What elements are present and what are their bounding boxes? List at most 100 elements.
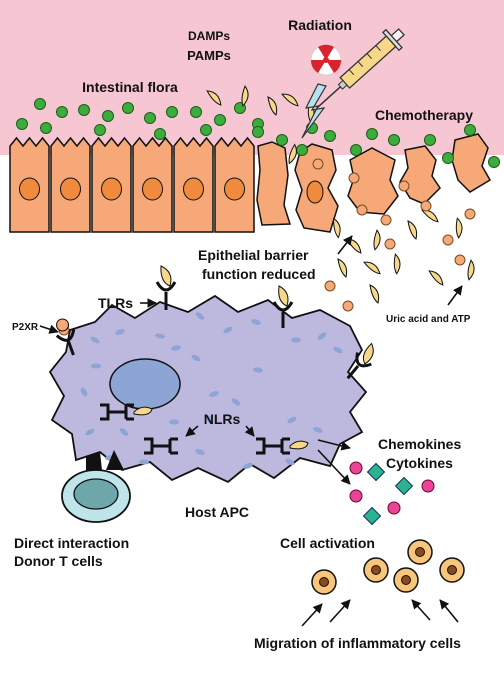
granule [91,363,101,369]
bacterium [252,126,264,138]
granule [171,345,181,351]
uric-acid-label: Uric acid and ATP [386,314,471,325]
donor-t-cells-label: Donor T cells [14,553,103,569]
activated-cell-nucleus [415,547,425,557]
cytokine [421,479,435,493]
activated-cell-nucleus [371,565,381,575]
granule [285,458,295,466]
damaged-epithelial-cell [347,147,399,215]
barrier-label-line2: function reduced [202,266,316,282]
granule [191,354,201,362]
activated-cell-nucleus [319,577,329,587]
intestinal-lumen [0,0,504,155]
damps-label: DAMPs [188,29,230,43]
granule [119,428,129,436]
tlr-receptor [272,285,294,328]
cell-nucleus [60,177,81,201]
pamp-crescent [428,270,444,286]
bacterium [442,152,454,164]
granule [251,319,261,325]
pamp-crescent [288,143,297,165]
granule [223,326,233,334]
chemotherapy-label: Chemotherapy [375,107,473,123]
t-cell-nucleus [73,478,119,510]
cell-nucleus [19,177,40,201]
bacterium [122,102,134,114]
damaged-epithelial-cell [399,145,441,205]
granule [231,398,241,406]
pamp-crescent [363,261,381,275]
cell-activation-label: Cell activation [280,535,375,551]
nlr-receptor [100,403,153,421]
uric-acid-circle [380,214,392,226]
bacterium [350,144,362,156]
granule [195,449,205,455]
cell-nucleus [101,177,122,201]
bacterium [324,130,336,142]
pamp-crescent [241,85,249,107]
tlr-receptor [155,265,177,310]
granule [291,337,301,343]
host-apc-label: Host APC [185,504,249,520]
pamps-label: PAMPs [187,48,231,63]
uric-acid-circle [420,200,432,212]
apc-nucleus [109,358,181,410]
bacterium [94,124,106,136]
activated-cell-nucleus [401,575,411,585]
uric-acid-circle [454,254,466,266]
intestinal-bacteria [16,98,500,168]
uric-acid-circle [342,300,354,312]
arrow-icon [411,599,431,621]
p2xr-label: P2XR [12,322,39,333]
uric-acid-circle [312,158,324,170]
bacterium [144,112,156,124]
arrow-icon [244,425,255,437]
lightning-icon [301,83,327,139]
granule [169,419,179,425]
chemokine-cytokine-particles [349,461,435,526]
arrow-icon [317,449,351,485]
bacterium [200,124,212,136]
bacterium [190,106,202,118]
granule [85,428,95,436]
cell-nucleus [306,180,324,204]
uric-acid-circle [356,204,368,216]
bacterium [78,104,90,116]
uric-acid-circle [324,280,336,292]
cell-nucleus [142,177,163,201]
granule [243,463,253,469]
uric-acid-circle [442,234,454,246]
damaged-epithelial-cell [256,141,292,226]
uric-acid-circle [464,208,476,220]
bacterium [366,128,378,140]
pamp-crescent [393,253,401,275]
tlrs-label: TLRs [98,295,133,311]
granule [80,387,88,397]
mhc-complex [86,452,102,472]
bacterium [102,110,114,122]
cytokine [349,461,363,475]
arrows [39,235,463,627]
arrow-icon [185,425,199,437]
bacterium [34,98,46,110]
activated-inflammatory-cells [311,539,465,595]
pamp-crescent [467,259,475,281]
granule [195,312,205,320]
nlrs-label: NLRs [204,411,241,427]
granule [287,416,297,424]
bacterium [154,128,166,140]
granule [206,415,214,425]
arrow-icon [447,285,463,306]
chemokine [362,506,382,526]
chemokines-label: Chemokines [378,436,461,452]
granule [253,367,263,373]
pamp-crescent [267,96,278,116]
pamp-crescent [373,229,381,251]
radiation-label: Radiation [288,17,352,33]
granule [90,336,100,344]
granule [317,332,327,340]
arrow-icon [301,603,323,627]
granule [155,333,165,339]
